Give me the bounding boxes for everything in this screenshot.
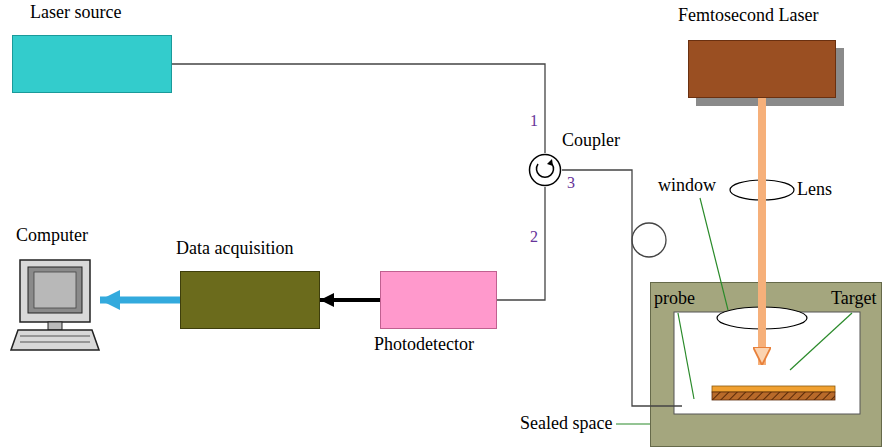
port-number: 1 — [530, 112, 538, 130]
leader-line — [700, 198, 728, 310]
coupler-node: Coupler — [528, 153, 562, 187]
photodetector-box — [380, 271, 497, 329]
circulator-arrow — [537, 164, 554, 177]
stage-base — [712, 392, 835, 400]
port-number: 3 — [567, 174, 575, 192]
part-label: Lens — [797, 180, 832, 200]
node-label: Laser source — [30, 3, 121, 23]
stage-plate — [712, 386, 835, 392]
monitor-glass — [34, 272, 76, 308]
node-label: Femtosecond Laser — [678, 6, 818, 26]
fiber-line — [172, 64, 545, 153]
laser-source-box — [12, 35, 172, 93]
signal-arrow — [100, 297, 180, 304]
leader-line — [790, 313, 852, 370]
part-label: window — [658, 176, 716, 196]
circulator-arrowhead — [547, 159, 553, 166]
coupler-circle — [528, 153, 562, 187]
circulator-ring — [530, 155, 561, 186]
fiber-loop — [632, 223, 666, 257]
computer-icon — [10, 258, 100, 353]
signal-arrow — [758, 98, 766, 365]
leader-line — [678, 313, 694, 399]
node-label: Target — [831, 289, 876, 309]
computer-node: Computer — [10, 258, 100, 353]
femtosecond-laser-node: Femtosecond Laser — [688, 40, 836, 98]
laser-source-node: Laser source — [12, 35, 172, 93]
keyboard-row — [20, 342, 90, 343]
node-label: probe — [654, 289, 695, 309]
keyboard-row — [20, 336, 90, 337]
monitor-screen — [28, 267, 82, 313]
data-acquisition-box — [180, 271, 320, 329]
node-label: Computer — [16, 226, 88, 246]
keyboard-base — [11, 330, 99, 350]
data-acquisition-node: Data acquisition — [180, 271, 320, 329]
monitor-neck — [48, 322, 62, 330]
photodetector-node: Photodetector — [380, 271, 497, 329]
monitor-frame — [20, 260, 90, 322]
port-number: 2 — [530, 228, 538, 246]
node-label: Photodetector — [374, 335, 474, 355]
node-label: Data acquisition — [176, 239, 293, 259]
node-label: Sealed space — [520, 414, 612, 434]
node-label: Coupler — [562, 131, 620, 151]
femtosecond-laser-box — [688, 40, 836, 98]
leader-line — [616, 423, 650, 424]
fiber-line — [497, 187, 545, 300]
signal-arrow — [320, 298, 380, 302]
fiber-line — [562, 170, 682, 406]
